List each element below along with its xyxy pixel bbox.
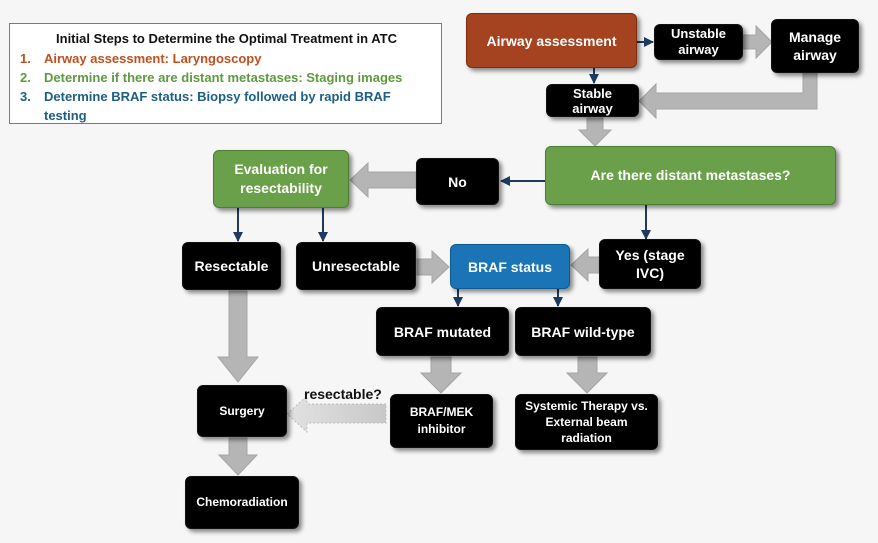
block-arrow-surgery-to-chemoradiation: [217, 437, 259, 476]
node-surgery: Surgery: [197, 385, 287, 437]
edge-label-resectable-question: resectable?: [304, 386, 382, 402]
node-braf-status: BRAF status: [450, 244, 570, 289]
node-chemoradiation: Chemoradiation: [185, 476, 299, 529]
block-arrow-unresectable-to-braf: [416, 249, 450, 285]
block-arrow-resectable-to-surgery: [216, 290, 260, 383]
node-manage-airway: Manage airway: [771, 19, 859, 73]
block-arrow-yes-to-braf: [570, 247, 600, 283]
legend-box: Initial Steps to Determine the Optimal T…: [9, 23, 442, 124]
dashed-arrow-brafmek-to-surgery: [286, 394, 387, 434]
node-stable-airway: Stable airway: [546, 84, 639, 117]
legend-item-metastases: 2. Determine if there are distant metast…: [20, 68, 433, 87]
legend-item-text: Determine BRAF status: Biopsy followed b…: [44, 89, 391, 123]
legend-title: Initial Steps to Determine the Optimal T…: [56, 31, 397, 46]
node-no: No: [416, 158, 499, 205]
block-arrow-unstable-to-manage: [742, 24, 773, 60]
block-arrow-wildtype-to-systemic: [565, 356, 609, 394]
legend-item-airway: 1. Airway assessment: Laryngoscopy: [20, 49, 433, 68]
node-airway-assessment: Airway assessment: [466, 13, 637, 68]
node-distant-metastases: Are there distant metastases?: [545, 146, 836, 205]
node-braf-wild-type: BRAF wild-type: [515, 307, 651, 356]
block-arrow-mutated-to-brafmek: [419, 356, 463, 394]
node-braf-mutated: BRAF mutated: [376, 307, 509, 356]
legend-item-text: Airway assessment: Laryngoscopy: [44, 51, 262, 66]
legend-item-number: 2.: [20, 70, 31, 85]
node-unresectable: Unresectable: [296, 242, 416, 290]
block-arrow-manage-to-stable: [638, 72, 818, 120]
node-unstable-airway: Unstable airway: [654, 24, 743, 60]
node-resectable: Resectable: [182, 242, 281, 290]
node-braf-mek-inhibitor: BRAF/MEK inhibitor: [390, 394, 493, 448]
legend-item-braf: 3. Determine BRAF status: Biopsy followe…: [20, 87, 433, 125]
legend-item-number: 1.: [20, 51, 31, 66]
legend-item-text: Determine if there are distant metastase…: [44, 70, 403, 85]
legend-item-number: 3.: [20, 89, 31, 104]
node-yes-stage-ivc: Yes (stage IVC): [599, 239, 701, 289]
node-systemic-therapy: Systemic Therapy vs. External beam radia…: [515, 394, 658, 450]
block-arrow-stable-to-metastases: [577, 117, 613, 147]
block-arrow-no-to-evaluation: [349, 161, 417, 199]
node-evaluation-resectability: Evaluation for resectability: [213, 150, 349, 208]
